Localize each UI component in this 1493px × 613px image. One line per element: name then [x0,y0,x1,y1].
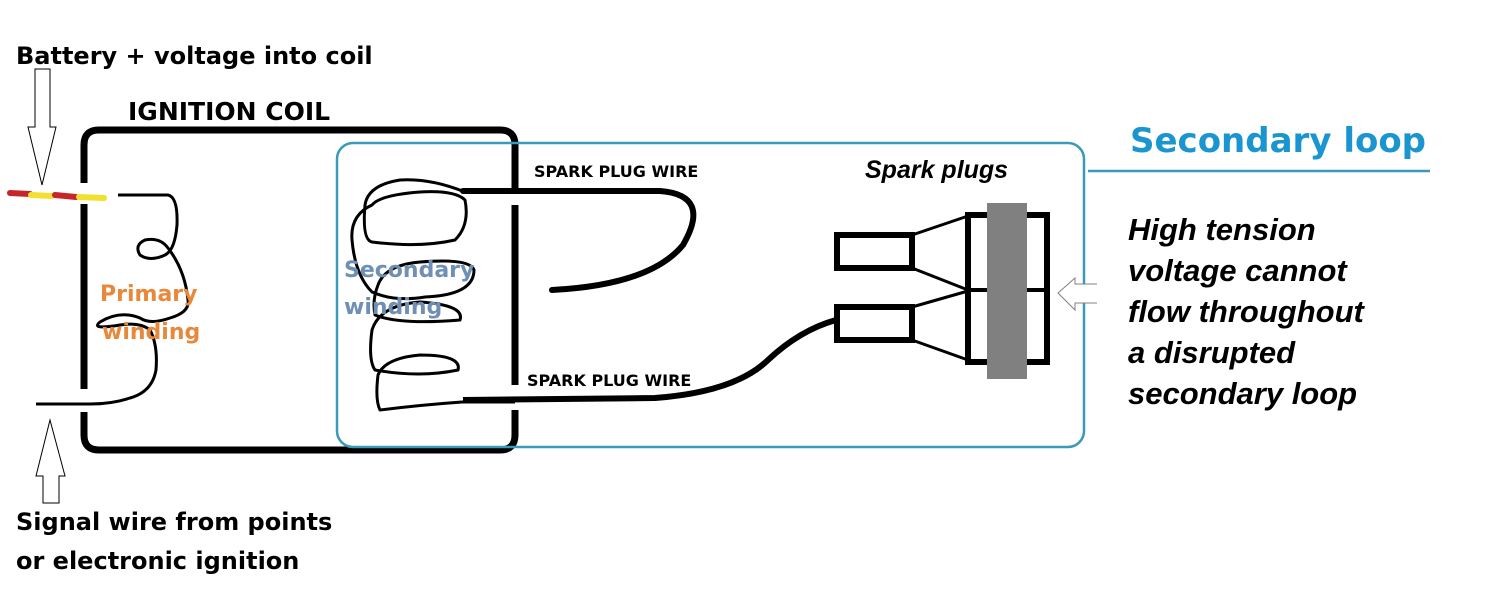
explanation-line4: a disrupted [1128,335,1296,370]
explanation-line3: flow throughout [1128,294,1366,329]
signal-arrow-icon [35,418,66,504]
primary-winding-coil [36,193,190,406]
insulator-bar [987,203,1027,379]
spark-plugs-label: Spark plugs [865,156,1008,184]
battery-input-label: Battery + voltage into coil [16,42,373,70]
signal-wire-label-line1: Signal wire from points [16,508,332,536]
coil-title: IGNITION COIL [128,97,330,126]
battery-wire [7,190,107,201]
secondary-winding-label-line2: winding [344,295,442,320]
primary-winding-label-line1: Primary [100,282,197,307]
explanation-line5: secondary loop [1128,376,1357,411]
explanation-line1: High tension [1128,212,1316,247]
spark-plug-wire-bottom [462,317,837,403]
spark-plug-wire-top [460,188,697,293]
spark-plug-wire-top-label: SPARK PLUG WIRE [534,162,698,181]
ignition-coil-outline [80,126,519,190]
explanation-line2: voltage cannot [1128,253,1348,288]
secondary-winding-coil [350,178,515,412]
spark-plug-wire-bottom-label: SPARK PLUG WIRE [527,371,691,390]
disruption-arrow-icon [1057,276,1097,312]
primary-winding-label-line2: winding [102,320,200,345]
ignition-coil-outline-bottom [80,410,519,454]
battery-arrow-icon [27,68,57,186]
signal-wire-label-line2: or electronic ignition [16,547,299,575]
spark-plug-top [834,214,969,292]
secondary-winding-label-line1: Secondary [344,258,474,283]
secondary-loop-heading: Secondary loop [1130,121,1426,161]
spark-plug-bottom [834,289,969,362]
